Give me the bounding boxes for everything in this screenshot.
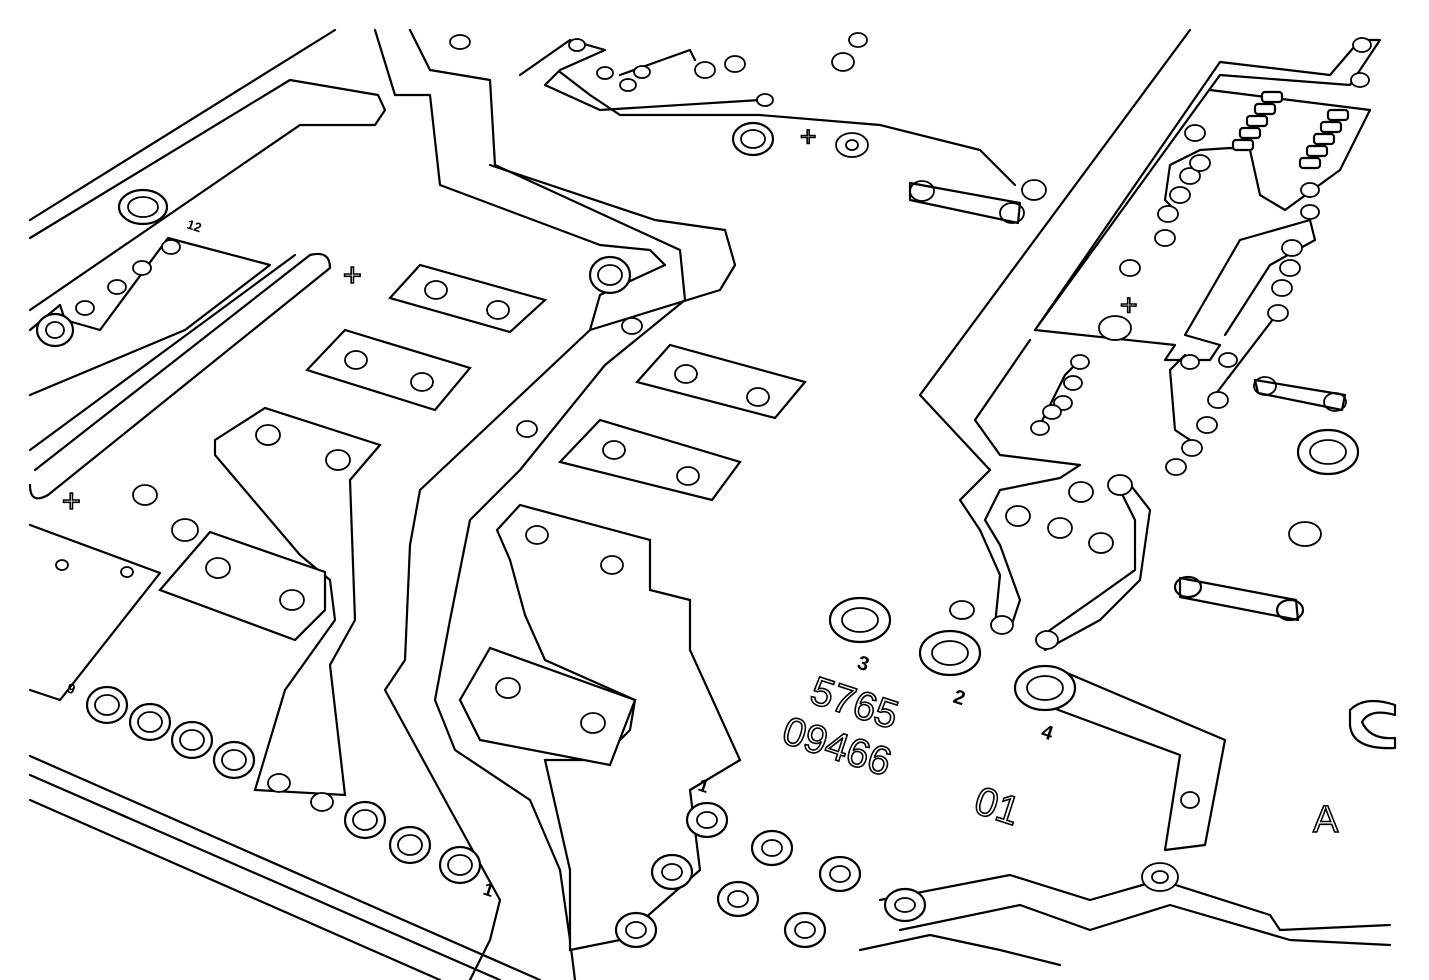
silkscreen-labels: 5765 09466 01 A 3 2 4 1 1 9 12 + + + + [61, 120, 1340, 901]
pin-12-label: 12 [185, 217, 203, 236]
plus-sign-3: + [800, 121, 816, 152]
pin-4-label: 4 [1038, 721, 1056, 746]
pin-2-label: 2 [950, 686, 967, 710]
plus-sign-4: + [1120, 289, 1138, 322]
vias [35, 32, 1372, 949]
pin-9-label: 9 [65, 680, 78, 698]
left-traces [28, 28, 737, 980]
plus-sign-2: + [62, 483, 81, 519]
letter-a-label: A [1313, 799, 1339, 841]
resistor-array [1231, 90, 1350, 170]
connector-pins [85, 685, 482, 885]
board-edges [28, 28, 1192, 980]
mid-left-pads [158, 263, 807, 952]
plus-sign-1: + [343, 257, 362, 293]
pin-3-label: 3 [854, 652, 871, 676]
code-small-label: 01 [969, 779, 1025, 835]
